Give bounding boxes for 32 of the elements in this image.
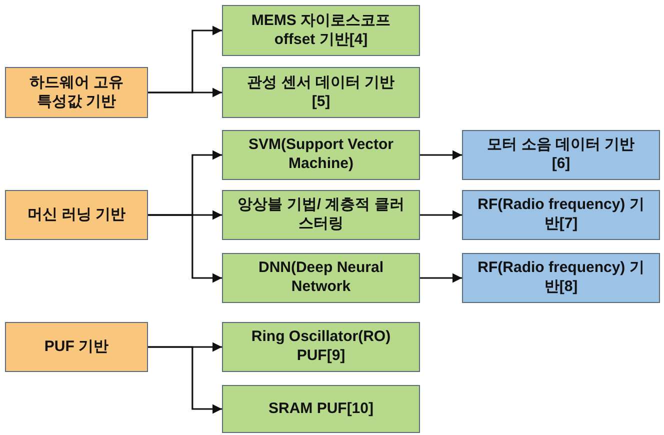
node-label: MEMS 자이로스코프 offset 기반[4] xyxy=(250,12,392,50)
node-label: SVM(Support Vector Machine) xyxy=(247,136,394,174)
method-box xyxy=(222,190,420,240)
method-box xyxy=(222,130,420,180)
source-box xyxy=(462,130,660,180)
source-box xyxy=(462,190,660,240)
arrow xyxy=(420,150,462,160)
arrow xyxy=(148,88,222,98)
node-label: RF(Radio frequency) 기반[7] xyxy=(476,196,646,234)
arrow xyxy=(420,273,462,283)
arrow xyxy=(420,210,462,220)
source-box xyxy=(462,253,660,303)
node-label: Ring Oscillator(RO) PUF[9] xyxy=(250,328,392,366)
node-label: 관성 센서 데이터 기반[5] xyxy=(246,74,396,112)
arrow xyxy=(148,214,222,283)
method-box xyxy=(222,322,420,372)
method-box xyxy=(222,5,420,56)
category-box xyxy=(5,322,148,372)
node-label: 모터 소음 데이터 기반 [6] xyxy=(486,136,636,174)
category-box xyxy=(5,190,148,240)
node-label: 앙상블 기법/ 계층적 클러스터링 xyxy=(236,196,406,234)
node-label: RF(Radio frequency) 기반[8] xyxy=(476,259,646,297)
node-label: SRAM PUF[10] xyxy=(267,400,374,418)
node-label: 머신 러닝 기반 xyxy=(26,206,127,224)
node-label: PUF 기반 xyxy=(43,338,110,356)
method-box xyxy=(222,253,420,303)
method-box xyxy=(222,67,420,118)
arrow xyxy=(148,346,222,414)
node-label: 하드웨어 고유 특성값 기반 xyxy=(28,74,125,112)
node-label: DNN(Deep Neural Network xyxy=(257,259,385,297)
category-box xyxy=(5,67,148,118)
method-box xyxy=(222,385,420,433)
